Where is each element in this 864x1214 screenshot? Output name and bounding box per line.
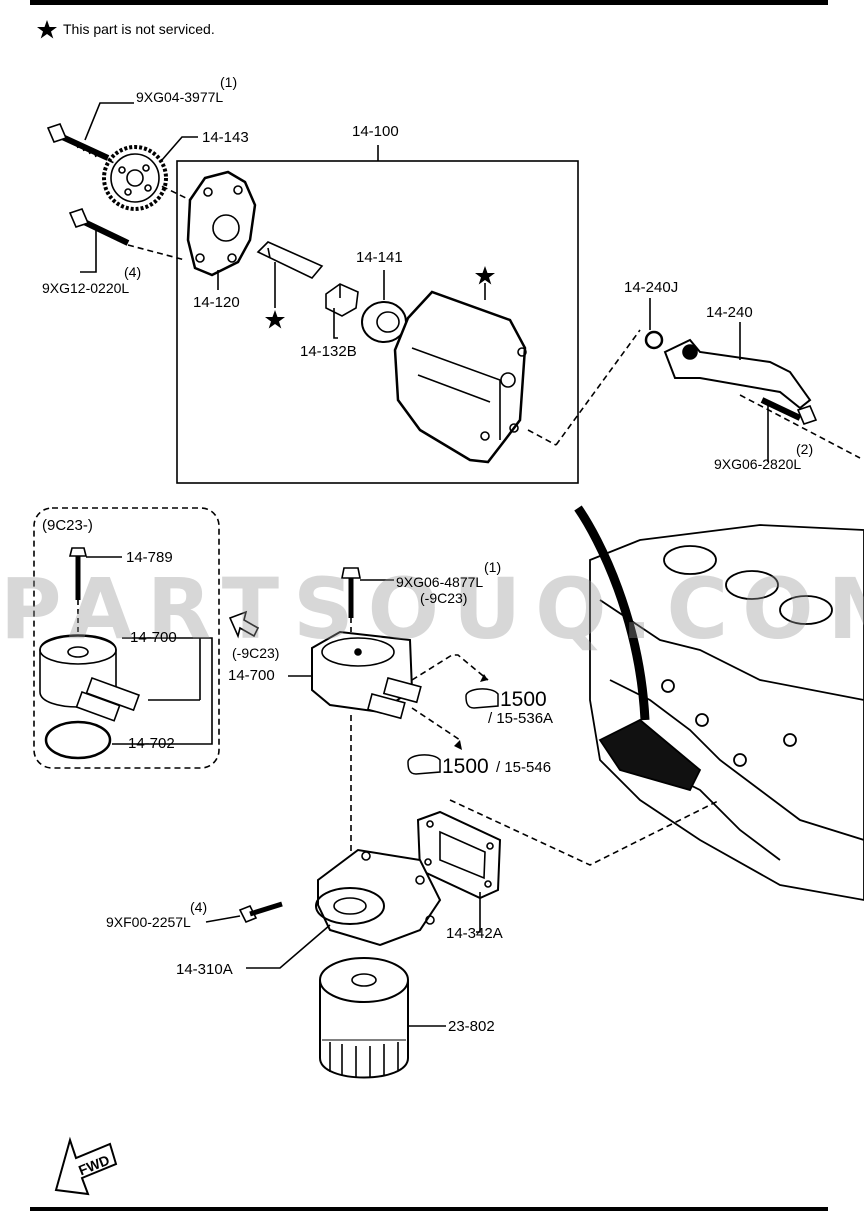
oil-arm-icon (663, 338, 812, 410)
part-23-802[interactable]: 23-802 (448, 1018, 495, 1035)
bottom-border (30, 1207, 828, 1211)
ref-2-sub[interactable]: / 15-546 (496, 759, 552, 776)
part-14-100[interactable]: 14-100 (352, 123, 399, 140)
pointing-hand-icon (407, 754, 441, 775)
star-icon (265, 310, 285, 329)
ref-1-main[interactable]: 1500 (500, 688, 547, 711)
pump-plate-icon (186, 170, 257, 277)
variant-group-box (33, 507, 220, 769)
bolt-adapter-icon (238, 901, 283, 924)
ref-1-sub[interactable]: / 15-536A (488, 710, 554, 727)
part-14-702[interactable]: 14-702 (128, 735, 175, 752)
part-14-342a[interactable]: 14-342A (446, 925, 503, 942)
bolt-1-qty: (1) (220, 74, 238, 90)
variant-group-label: (9C23-) (42, 517, 93, 534)
legend-note: This part is not serviced. (63, 21, 215, 37)
ref-2-main[interactable]: 1500 (442, 755, 489, 778)
bolt-top-icon (46, 123, 110, 161)
bolt-4-note: (-9C23) (420, 590, 468, 606)
pointing-hand-icon (465, 688, 499, 709)
star-icon (37, 20, 57, 39)
bolt-cooler-b-icon (341, 567, 361, 618)
bolt-1-part[interactable]: 9XG04-3977L (136, 89, 224, 105)
part-14-700-b[interactable]: 14-700 (228, 667, 275, 684)
part-14-789[interactable]: 14-789 (126, 549, 173, 566)
oring-icon (644, 330, 664, 350)
part-14-240j[interactable]: 14-240J (624, 279, 679, 296)
shaft-icon (256, 241, 324, 279)
oil-filter-icon (319, 957, 409, 1079)
part-14-240[interactable]: 14-240 (706, 304, 753, 321)
bolt-4-part[interactable]: 9XG06-4877L (396, 574, 484, 590)
cooler-variant-note: (-9C23) (232, 645, 280, 661)
watermark: PARTSOUQ.COM (0, 560, 864, 658)
bolt-5-part[interactable]: 9XF00-2257L (106, 914, 191, 930)
filter-adapter-icon (315, 848, 442, 947)
bolt-2-qty: (4) (124, 264, 142, 280)
part-14-310a[interactable]: 14-310A (176, 961, 233, 978)
star-icon (475, 266, 495, 285)
bolt-3-qty: (2) (796, 441, 814, 457)
bolt-2-part[interactable]: 9XG12-0220L (42, 280, 130, 296)
part-14-143[interactable]: 14-143 (202, 129, 249, 146)
sprocket-icon (102, 145, 168, 211)
part-14-141[interactable]: 14-141 (356, 249, 403, 266)
gasket-ring-icon (44, 720, 112, 760)
direction-arrow-icon (228, 610, 260, 639)
inner-rotor-icon (325, 283, 359, 317)
oil-cooler-a-icon (39, 634, 141, 722)
part-14-120[interactable]: 14-120 (193, 294, 240, 311)
pump-body-icon (393, 290, 527, 464)
fwd-arrow-icon (54, 1136, 118, 1196)
bolt-3-part[interactable]: 9XG06-2820L (714, 456, 802, 472)
bolt-cooler-a-icon (68, 547, 88, 600)
oil-cooler-b-icon (311, 630, 422, 720)
part-14-132b[interactable]: 14-132B (300, 343, 357, 360)
bolt-5-qty: (4) (190, 899, 208, 915)
top-border (30, 0, 828, 5)
part-14-700-a[interactable]: 14-700 (130, 629, 177, 646)
bolt-left-icon (68, 208, 130, 246)
engine-block-icon (574, 505, 864, 901)
bolt-arm-icon (760, 397, 818, 425)
bolt-4-qty: (1) (484, 559, 502, 575)
